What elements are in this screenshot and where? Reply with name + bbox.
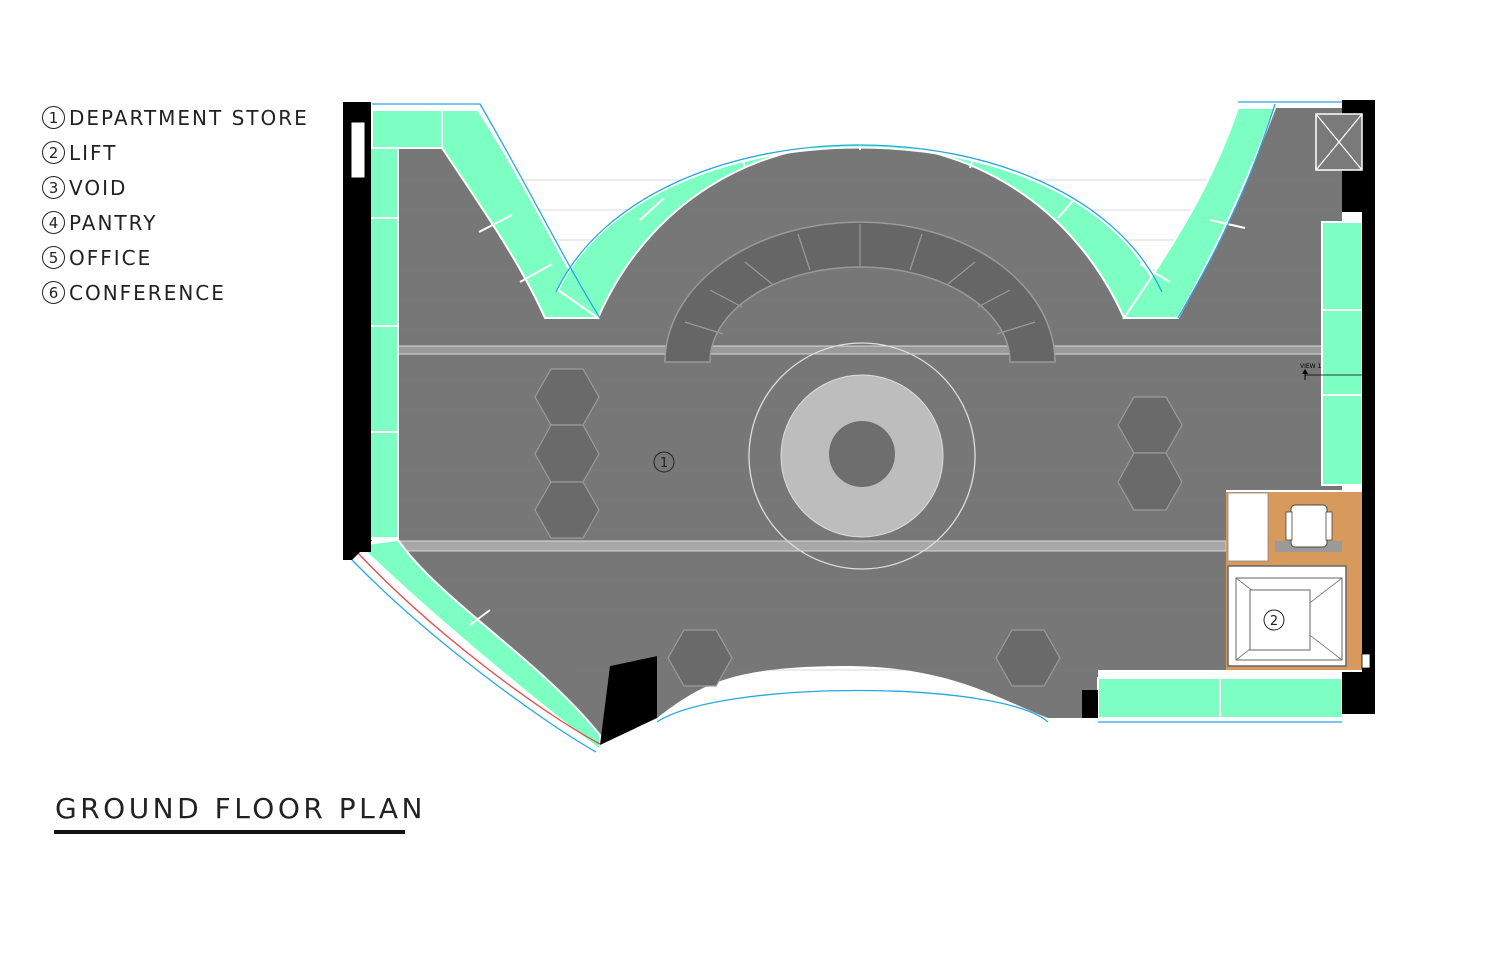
view-marker-label: VIEW 1 <box>1300 363 1322 370</box>
wall <box>1082 690 1098 718</box>
wall <box>1362 212 1375 682</box>
wall-niche <box>350 121 366 179</box>
legend-item-pantry: 4 PANTRY <box>42 205 309 240</box>
title-underline <box>54 830 405 834</box>
wall <box>1342 672 1375 714</box>
lift-shaft: 2 <box>1227 565 1347 667</box>
plan-title: GROUND FLOOR PLAN <box>55 792 426 825</box>
glazing-lines <box>351 101 1342 753</box>
void-opening <box>1315 113 1363 171</box>
hexagon-table <box>534 481 600 539</box>
view-marker: VIEW 1 <box>1300 363 1362 380</box>
legend-item-lift: 2 LIFT <box>42 135 309 170</box>
seating-dividers <box>684 224 1036 335</box>
legend-number: 3 <box>42 176 65 199</box>
legend-number: 1 <box>42 106 65 129</box>
curved-seating-bench <box>664 221 1056 363</box>
podium-outer-ring <box>748 342 976 570</box>
office-desk <box>1227 492 1269 562</box>
display-units <box>355 107 1363 753</box>
display-unit <box>371 109 443 149</box>
legend-number: 5 <box>42 246 65 269</box>
legend-label: VOID <box>69 175 128 200</box>
legend-number: 6 <box>42 281 65 304</box>
podium-center <box>829 421 895 487</box>
hexagon-display-tables <box>534 368 1183 687</box>
display-unit-curved <box>355 538 601 753</box>
display-unit <box>1321 309 1363 396</box>
legend-label: OFFICE <box>69 245 153 270</box>
legend-label: DEPARTMENT STORE <box>69 105 309 130</box>
room-tag-lift: 2 <box>1270 614 1278 629</box>
legend-number: 4 <box>42 211 65 234</box>
floor-band-upper <box>397 345 1343 355</box>
hexagon-table <box>995 629 1061 687</box>
wall <box>343 540 372 560</box>
hexagon-table <box>1117 452 1183 511</box>
wall <box>600 656 657 745</box>
legend-item-conference: 6 CONFERENCE <box>42 275 309 310</box>
room-tag-store: 1 <box>660 456 668 471</box>
structural-walls <box>343 100 1375 745</box>
office-chair <box>1285 504 1333 548</box>
legend-item-office: 5 OFFICE <box>42 240 309 275</box>
legend: 1 DEPARTMENT STORE 2 LIFT 3 VOID 4 PANTR… <box>42 100 309 310</box>
display-unit <box>1219 677 1343 719</box>
hexagon-table <box>667 629 733 687</box>
floor-band-lower <box>397 540 1227 552</box>
legend-label: CONFERENCE <box>69 280 226 305</box>
legend-item-department-store: 1 DEPARTMENT STORE <box>42 100 309 135</box>
room-tag-circle <box>653 451 675 473</box>
legend-label: LIFT <box>69 140 118 165</box>
display-unit <box>1097 677 1221 719</box>
legend-item-void: 3 VOID <box>42 170 309 205</box>
legend-label: PANTRY <box>69 210 158 235</box>
display-unit <box>1321 221 1363 311</box>
legend-number: 2 <box>42 141 65 164</box>
display-unit <box>1321 394 1363 486</box>
lift-door-jamb <box>1361 653 1371 669</box>
